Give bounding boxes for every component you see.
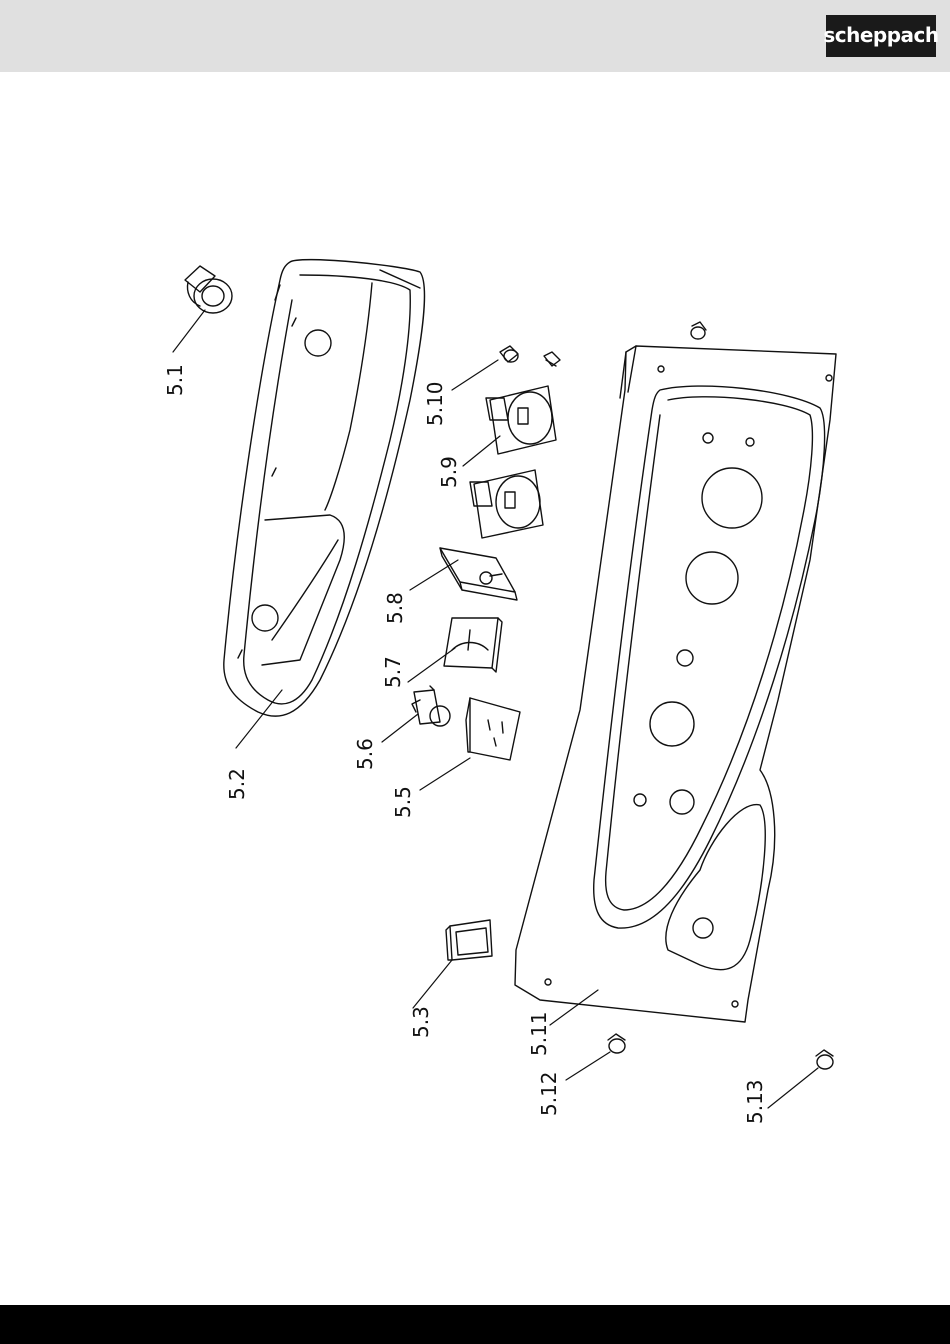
brand-logo: scheppach: [826, 15, 936, 57]
label-5-8: 5.8: [383, 592, 407, 624]
part-5-7-meter: [444, 618, 502, 672]
part-5-11-front-panel: [515, 346, 836, 1022]
part-nut-top: [691, 322, 706, 339]
part-5-1-cap: [185, 266, 232, 313]
label-5-11: 5.11: [527, 1011, 551, 1056]
part-5-6-breaker: [412, 686, 450, 726]
label-5-5: 5.5: [391, 786, 415, 818]
exploded-parts-diagram: 5.1 5.2 5.3 5.5 5.6 5.7 5.8 5.9 5.10 5.1…: [0, 72, 950, 1305]
label-5-13: 5.13: [743, 1079, 767, 1124]
label-5-9: 5.9: [437, 456, 461, 488]
part-5-3-rocker-switch: [446, 920, 492, 960]
part-5-12-nut: [608, 1034, 625, 1053]
header-bar: scheppach: [0, 0, 950, 72]
label-5-6: 5.6: [353, 738, 377, 770]
label-5-3: 5.3: [409, 1006, 433, 1038]
part-5-10-bolts: [500, 346, 560, 366]
part-5-13-nut: [816, 1050, 833, 1069]
footer-bar: [0, 1305, 950, 1344]
part-5-8-switch-box: [440, 548, 517, 600]
label-5-7: 5.7: [381, 656, 405, 688]
diagram-canvas: 5.1 5.2 5.3 5.5 5.6 5.7 5.8 5.9 5.10 5.1…: [0, 72, 950, 1305]
label-5-2: 5.2: [225, 768, 249, 800]
label-5-10: 5.10: [423, 381, 447, 426]
leader-lines: [173, 310, 818, 1108]
part-5-9-sockets: [470, 386, 556, 538]
part-5-5-plug-socket: [466, 698, 520, 760]
part-5-2-housing-frame: [224, 260, 425, 717]
brand-logo-text: scheppach: [823, 23, 938, 47]
label-5-12: 5.12: [537, 1071, 561, 1116]
label-5-1: 5.1: [163, 364, 187, 396]
